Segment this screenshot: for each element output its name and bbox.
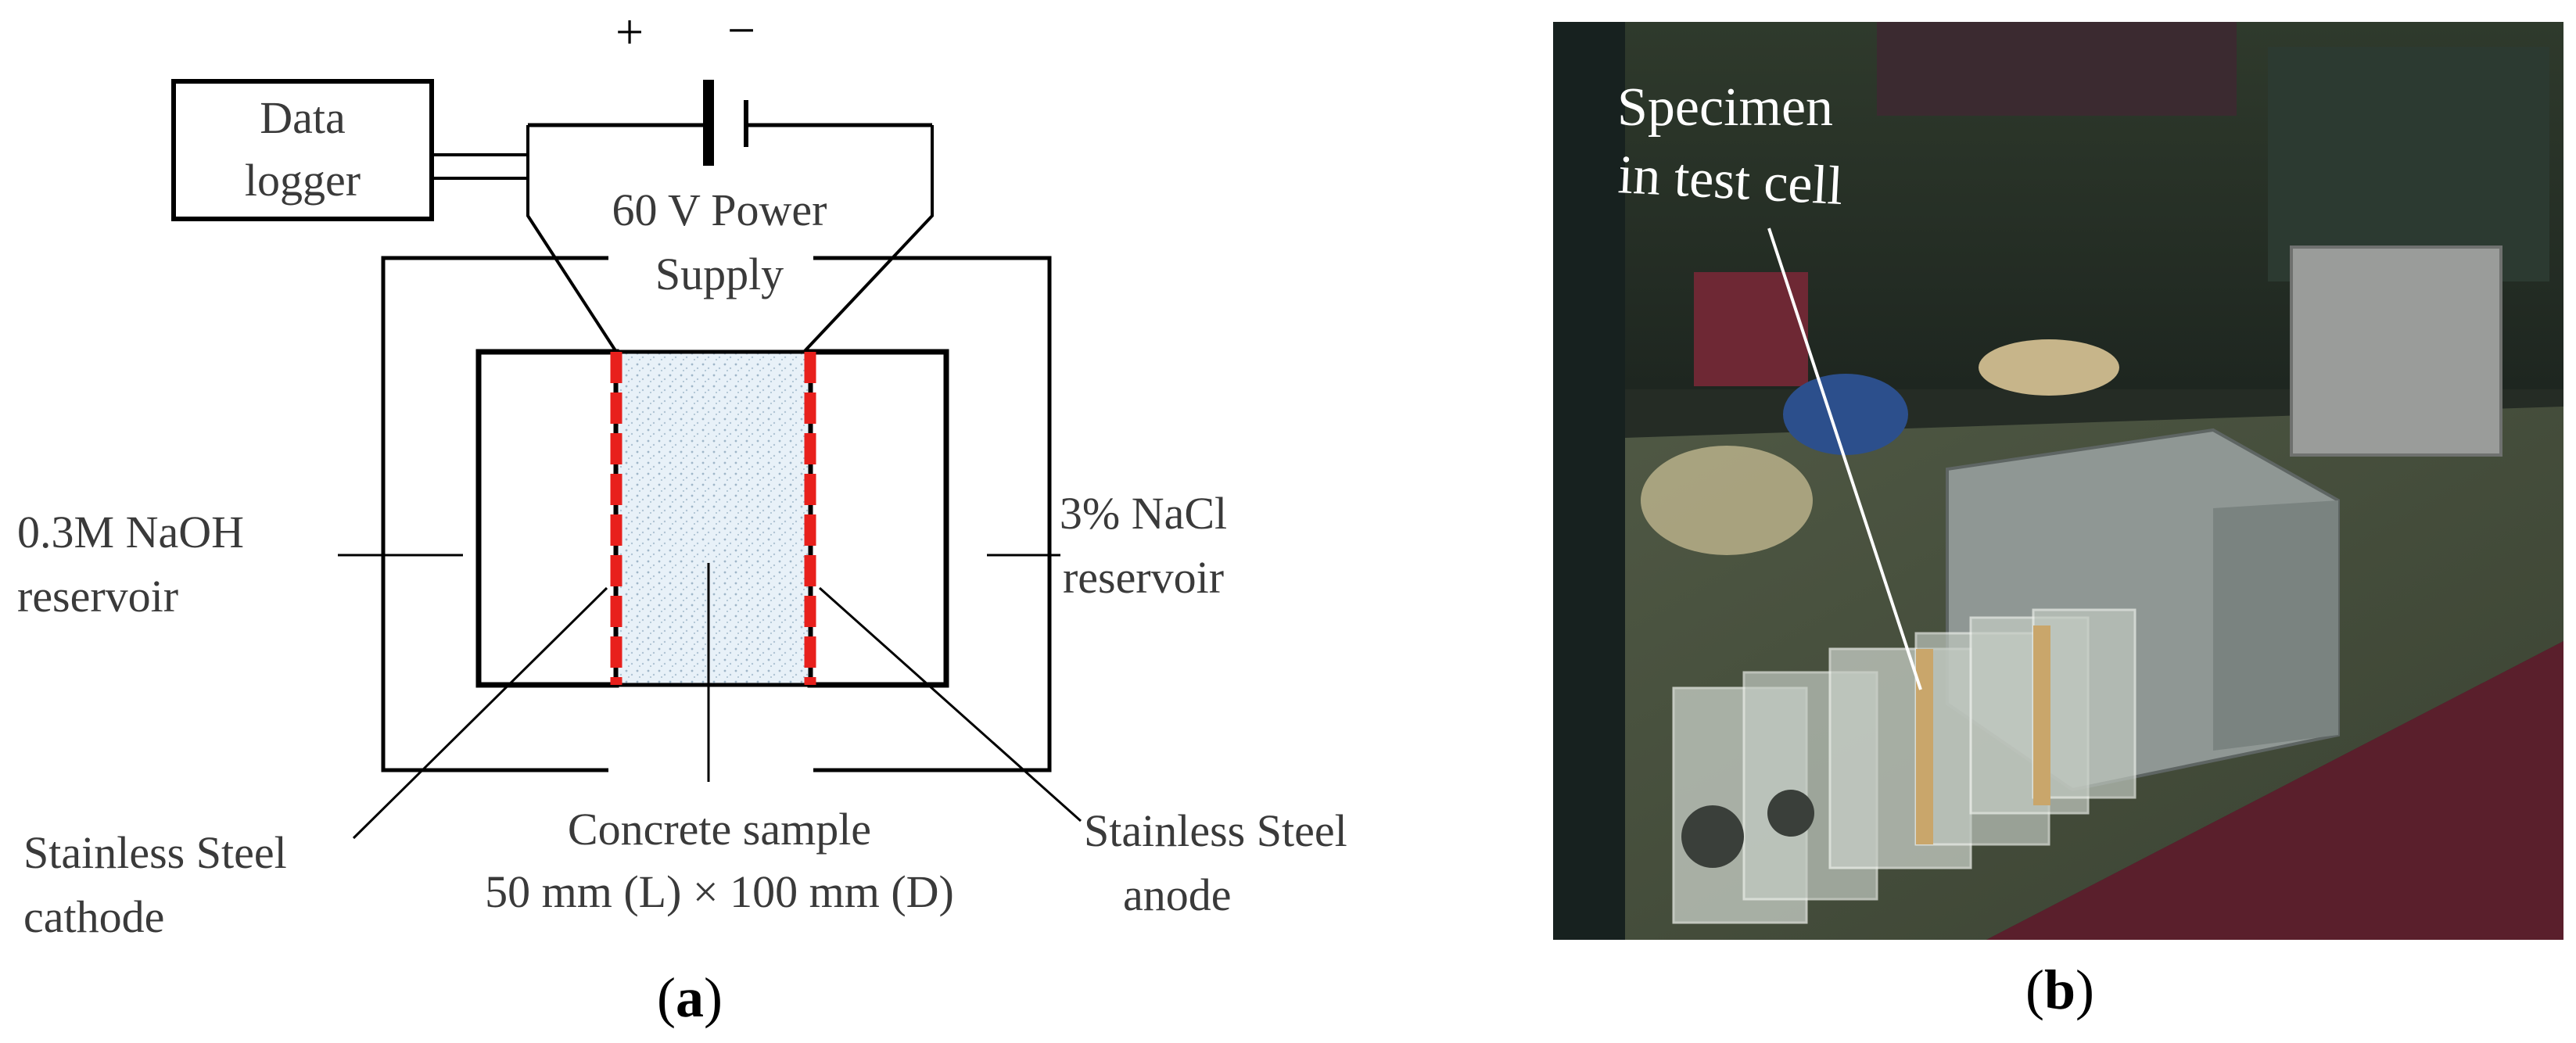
- data-logger-label-1: Data: [260, 92, 346, 143]
- power-supply-label-1: 60 V Power: [612, 185, 827, 235]
- naoh-reservoir: [475, 349, 619, 688]
- photo-cabinet: [1877, 22, 2237, 116]
- caption-a: (a): [657, 966, 723, 1029]
- power-leads: [526, 125, 934, 353]
- cathode-label-1: Stainless Steel: [23, 827, 287, 878]
- concrete-sample: [614, 349, 813, 687]
- photo-bench-front: [1986, 641, 2563, 940]
- data-logger-label-2: logger: [245, 155, 361, 206]
- battery-symbol: [528, 80, 932, 166]
- cell-frame: [381, 256, 1052, 772]
- photo-coil: [1979, 339, 2119, 396]
- photo-blue-pump: [1783, 374, 1908, 455]
- plus-sign: +: [615, 4, 644, 59]
- cathode-leader: [352, 586, 608, 840]
- power-supply-label-2: Supply: [655, 249, 784, 299]
- photo-cabinet-right: [2268, 47, 2549, 281]
- photo-desiccator: [1641, 446, 1813, 555]
- sample-label-2: 50 mm (L) × 100 mm (D): [485, 866, 954, 917]
- photo-red-box: [1694, 272, 1808, 386]
- cathode-label-2: cathode: [23, 891, 164, 942]
- photo-pointer: [1767, 228, 1922, 690]
- nacl-reservoir: [807, 349, 949, 688]
- photo-label-2: in test cell: [1616, 145, 1844, 217]
- photo-power-unit-front: [2213, 500, 2338, 751]
- nacl-label-2: reservoir: [1063, 552, 1224, 603]
- anode-label-2: anode: [1123, 869, 1232, 920]
- panel-b-photo: Specimen in test cell (b): [1553, 22, 2563, 1021]
- caption-b: (b): [2025, 959, 2094, 1021]
- sample-label-1: Concrete sample: [568, 804, 871, 855]
- photo-test-cells: [1672, 608, 2137, 924]
- photo-equipment-box: [2290, 246, 2502, 457]
- anode-label-1: Stainless Steel: [1084, 805, 1347, 856]
- photo-label-1: Specimen: [1617, 77, 1833, 138]
- panel-a-schematic: + − Data logger 60 V Power Supply: [17, 2, 1347, 1029]
- naoh-label-1: 0.3M NaOH: [17, 507, 244, 557]
- naoh-label-2: reservoir: [17, 571, 178, 622]
- anode-leader: [819, 586, 1082, 823]
- nacl-label-1: 3% NaCl: [1060, 488, 1227, 539]
- photo-pillar: [1553, 22, 1625, 940]
- minus-sign: −: [727, 2, 755, 58]
- data-logger-box: Data logger: [171, 79, 528, 221]
